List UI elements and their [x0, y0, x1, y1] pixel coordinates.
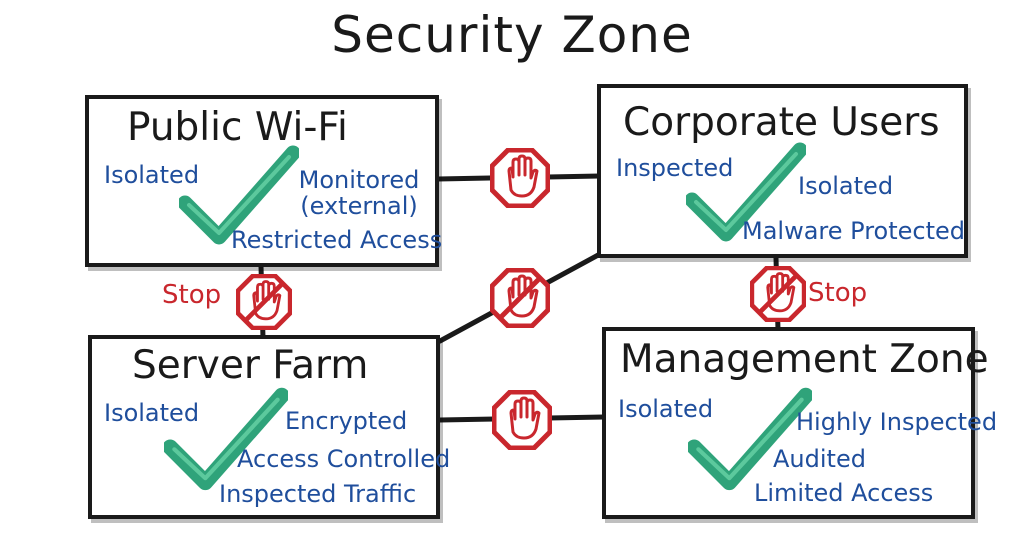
zone-title-public-wifi: Public Wi-Fi — [127, 105, 348, 150]
hand-stop-icon — [490, 148, 550, 208]
property-access-controlled: Access Controlled — [237, 445, 451, 473]
property-monitored: Monitored — [298, 166, 420, 194]
zone-title-server-farm: Server Farm — [132, 343, 369, 388]
stop-label-left: Stop — [162, 280, 222, 310]
property-isolated: Isolated — [618, 395, 714, 423]
check-mark-icon — [688, 387, 812, 491]
zone-public-wifi: Public Wi-Fi Isolated Monitored (externa… — [85, 95, 443, 267]
property-restricted-access: Restricted Access — [231, 226, 443, 254]
property-inspected-traffic: Inspected Traffic — [219, 480, 417, 508]
property-malware-protected: Malware Protected — [742, 217, 966, 245]
diagram-title: Security Zone — [331, 6, 693, 64]
zone-title-management: Management Zone — [620, 337, 989, 382]
property-limited-access: Limited Access — [754, 479, 934, 507]
prohibited-hand-icon — [490, 268, 550, 328]
property-inspected: Inspected — [616, 154, 734, 182]
prohibited-hand-icon — [750, 266, 806, 322]
property-external: (external) — [300, 192, 418, 220]
property-isolated: Isolated — [104, 161, 200, 189]
hand-stop-icon — [492, 390, 552, 450]
property-audited: Audited — [773, 445, 866, 473]
zone-server-farm: Server Farm Isolated Encrypted Access Co… — [88, 335, 450, 519]
zone-title-corporate-users: Corporate Users — [623, 100, 940, 145]
stop-label-right: Stop — [808, 278, 868, 308]
check-mark-icon — [164, 387, 288, 491]
zone-corporate-users: Corporate Users Inspected Isolated Malwa… — [597, 84, 968, 258]
property-encrypted: Encrypted — [285, 407, 408, 435]
property-isolated: Isolated — [798, 172, 894, 200]
property-isolated: Isolated — [104, 399, 200, 427]
zone-management: Management Zone Isolated Highly Inspecte… — [602, 327, 997, 519]
prohibited-hand-icon — [236, 274, 292, 330]
check-mark-icon — [179, 145, 299, 245]
property-highly-inspected: Highly Inspected — [796, 408, 998, 436]
check-mark-icon — [686, 142, 806, 242]
